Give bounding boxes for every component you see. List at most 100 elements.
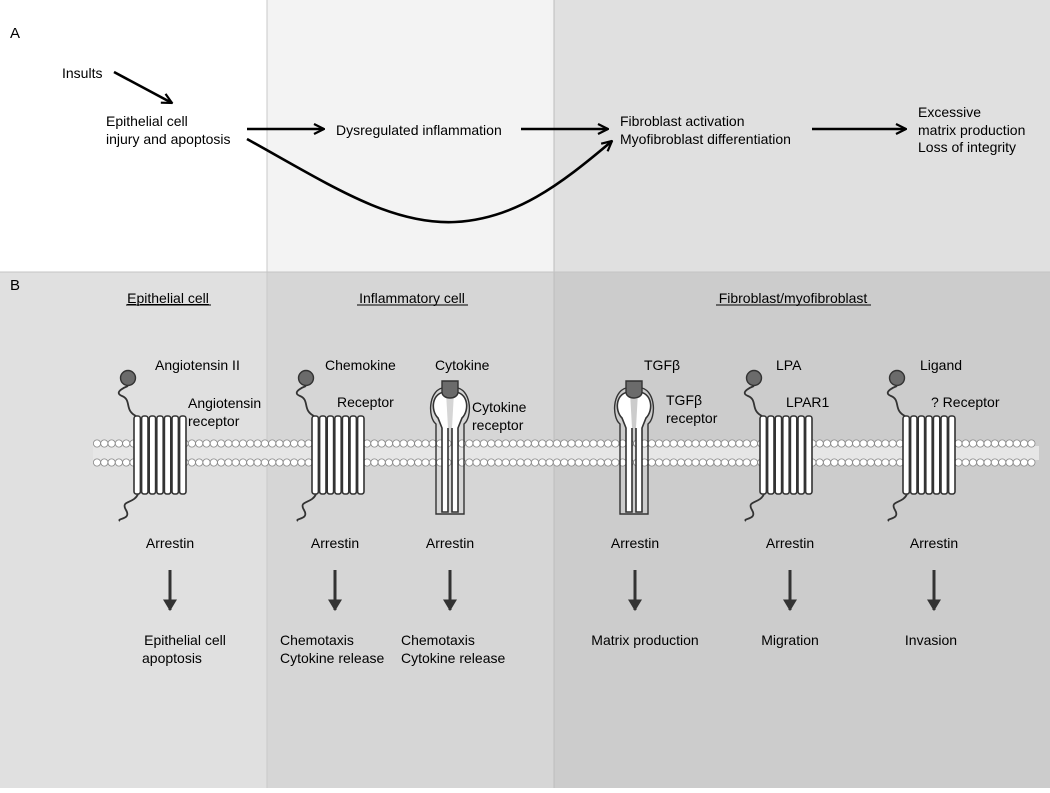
lipid-head	[976, 439, 985, 448]
arrestin-label-3: Arrestin	[426, 535, 474, 551]
lipid-head	[662, 439, 671, 448]
lipid-head	[465, 439, 474, 448]
lipid-head	[282, 458, 291, 467]
lipid-head	[377, 458, 386, 467]
arrestin-label-1: Arrestin	[146, 535, 194, 551]
receptor-outline	[429, 387, 471, 515]
n-terminus	[295, 385, 315, 417]
lipid-head	[881, 439, 890, 448]
receptor-chain-left	[616, 391, 633, 513]
lipid-head	[859, 458, 868, 467]
lipid-head	[983, 458, 992, 467]
ligand-ball	[745, 369, 763, 387]
receptor-unknown: ? Receptor	[931, 394, 1000, 410]
lipid-head	[596, 439, 605, 448]
lipid-head	[100, 458, 109, 467]
lipid-head	[545, 439, 554, 448]
lipid-head	[100, 439, 109, 448]
lipid-head	[1005, 458, 1014, 467]
receptor-chain-left	[432, 391, 449, 513]
lipid-head	[538, 439, 547, 448]
lipid-head	[1027, 458, 1036, 467]
receptor-tgfb-line1: TGFβ	[666, 392, 702, 408]
zone-a-fibroblast	[554, 0, 1050, 272]
lipid-head	[582, 439, 591, 448]
lipid-head	[93, 458, 102, 467]
transmembrane-helix	[924, 415, 933, 495]
lipid-head	[684, 458, 693, 467]
lipid-head	[268, 458, 277, 467]
lipid-head	[998, 439, 1007, 448]
chemokine-receptor	[295, 369, 365, 522]
lipid-head	[377, 439, 386, 448]
lipid-head	[954, 458, 963, 467]
lipid-head	[282, 439, 291, 448]
transmembrane-helix	[148, 415, 157, 495]
ligand-unknown: Ligand	[920, 357, 962, 373]
panel-b-label: B	[10, 277, 20, 294]
arrestin-label-6: Arrestin	[910, 535, 958, 551]
lipid-head	[122, 458, 131, 467]
receptor-chemokine: Receptor	[337, 394, 394, 410]
lipid-head	[202, 458, 211, 467]
zone-b-epithelial	[0, 272, 267, 788]
effect-chemokine-line1: Chemotaxis	[280, 632, 354, 648]
transmembrane-helix	[902, 415, 911, 495]
inflammation-label: Dysregulated inflammation	[336, 122, 502, 138]
ligand-lpa: LPA	[776, 357, 802, 373]
cytokine-receptor	[429, 380, 471, 515]
header-fibroblast: Fibroblast/myofibroblast	[719, 290, 868, 306]
lipid-head	[1020, 458, 1029, 467]
transmembrane-helix	[163, 415, 172, 495]
lipid-head	[231, 458, 240, 467]
effect-epithelial-line1: Epithelial cell	[144, 632, 226, 648]
lipid-head	[728, 458, 737, 467]
lipid-head	[969, 458, 978, 467]
lipid-head	[961, 458, 970, 467]
lipid-head	[195, 439, 204, 448]
lipid-head	[217, 458, 226, 467]
lipid-head	[735, 439, 744, 448]
lipid-head	[567, 439, 576, 448]
ligand-cytokine: Cytokine	[435, 357, 490, 373]
lipid-head	[574, 458, 583, 467]
transmembrane-helix	[759, 415, 768, 495]
lipid-head	[516, 439, 525, 448]
lipid-head	[742, 458, 751, 467]
lipid-head	[472, 439, 481, 448]
transmembrane-helix	[311, 415, 320, 495]
unknown-receptor	[886, 369, 956, 522]
ligand-angiotensin-ii: Angiotensin II	[155, 357, 240, 373]
lipid-head	[969, 439, 978, 448]
lipid-head	[231, 439, 240, 448]
lipid-head	[662, 458, 671, 467]
lipid-head	[421, 458, 430, 467]
zone-a-inflammatory	[267, 0, 554, 272]
lipid-head	[107, 439, 116, 448]
lipid-head	[406, 458, 415, 467]
transmembrane-helix	[774, 415, 783, 495]
lipid-head	[691, 458, 700, 467]
zone-b-inflammatory	[267, 272, 554, 788]
lipid-head	[698, 439, 707, 448]
lipid-head	[720, 458, 729, 467]
lipid-head	[750, 439, 759, 448]
lipid-head	[589, 458, 598, 467]
lipid-head	[246, 458, 255, 467]
lipid-head	[494, 439, 503, 448]
lipid-head	[596, 458, 605, 467]
lipid-head	[224, 458, 233, 467]
zone-b-fibroblast	[554, 272, 1050, 788]
insults-label: Insults	[62, 65, 102, 81]
lipid-head	[487, 458, 496, 467]
effect-tgfb: Matrix production	[591, 632, 698, 648]
lipid-head	[742, 439, 751, 448]
fibroblast-activation-line2: Myofibroblast differentiation	[620, 131, 791, 147]
lipid-head	[706, 439, 715, 448]
transmembrane-helix	[171, 415, 180, 495]
outcome-line3: Loss of integrity	[918, 139, 1016, 155]
lipid-head	[684, 439, 693, 448]
lipid-head	[384, 458, 393, 467]
lipid-head	[852, 439, 861, 448]
lipid-head	[582, 458, 591, 467]
